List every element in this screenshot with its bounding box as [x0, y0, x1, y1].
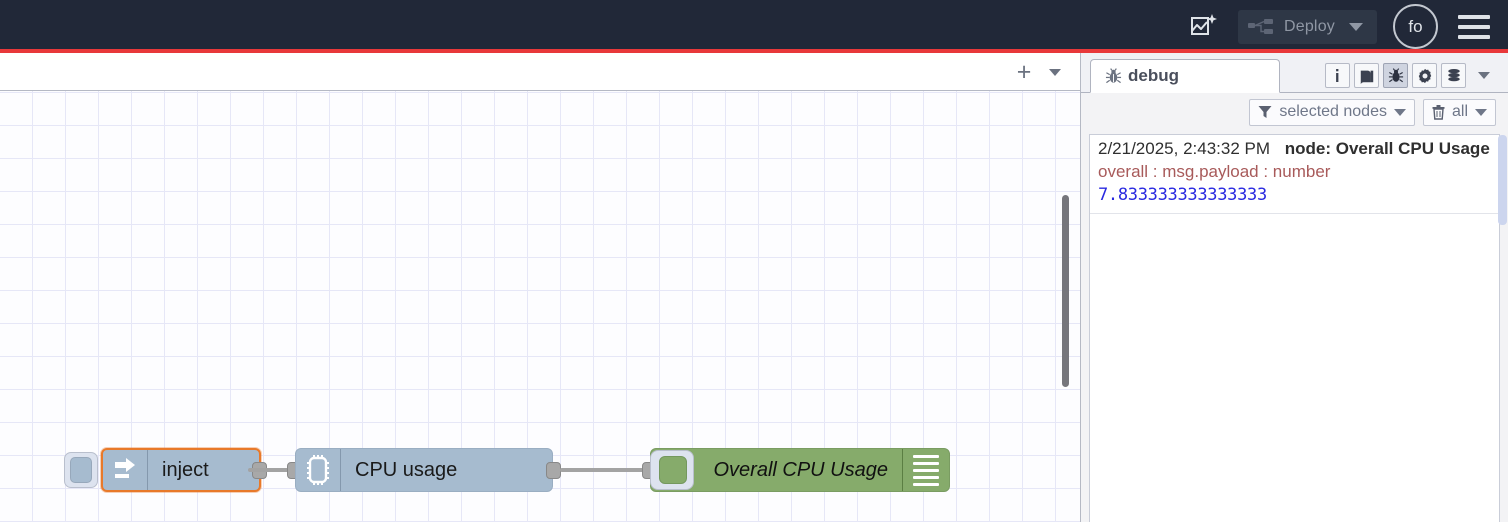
filter-selected-nodes-label: selected nodes: [1279, 103, 1387, 120]
clear-messages-button[interactable]: all: [1422, 98, 1496, 126]
bug-icon: [1105, 67, 1122, 83]
wire-cpu-to-debug[interactable]: [560, 468, 650, 472]
inject-arrow-icon-svg: [115, 458, 135, 478]
wire-inject-to-cpu[interactable]: [248, 468, 298, 472]
flow-tab-bar-actions: +: [1008, 53, 1080, 91]
flow-tab-bar: +: [0, 53, 1080, 91]
hamburger-line: [1458, 34, 1490, 39]
help-book-icon-svg: [1360, 70, 1373, 84]
sidebar-tab-row: debug: [1081, 53, 1508, 93]
node-cpu-output-port[interactable]: [546, 462, 561, 479]
deploy-button-label: Deploy: [1283, 17, 1335, 35]
inject-trigger-button-inner: [70, 457, 92, 483]
app-header: Deploy fo: [0, 0, 1508, 53]
context-data-icon[interactable]: [1441, 63, 1466, 88]
tab-debug-label: debug: [1128, 66, 1179, 85]
flow-list-menu-button[interactable]: [1040, 53, 1070, 91]
funnel-icon: [1258, 106, 1272, 118]
node-overall-cpu-usage-label: Overall CPU Usage: [713, 458, 888, 481]
canvas-vertical-scrollbar[interactable]: [1062, 195, 1069, 387]
flow-diagram-sparkle-icon-svg: [1190, 13, 1217, 35]
info-icon-svg: [1336, 68, 1339, 82]
filter-selected-nodes[interactable]: selected nodes: [1249, 98, 1415, 126]
sidebar: debug: [1080, 53, 1508, 522]
sidebar-vertical-scrollbar[interactable]: [1498, 135, 1507, 225]
debug-bug-icon[interactable]: [1383, 63, 1408, 88]
debug-line: [913, 461, 939, 465]
config-gear-icon[interactable]: [1412, 63, 1437, 88]
deploy-node-icon: [1247, 18, 1273, 34]
chevron-down-icon: [1478, 72, 1490, 79]
help-book-icon[interactable]: [1354, 63, 1379, 88]
debug-message-value: 7.833333333333333: [1098, 185, 1267, 205]
debug-line: [913, 475, 939, 479]
inject-trigger-button[interactable]: [64, 452, 98, 488]
debug-message[interactable]: 2/21/2025, 2:43:32 PM node: Overall CPU …: [1090, 135, 1499, 214]
hamburger-menu-icon[interactable]: [1458, 14, 1490, 39]
debug-line: [913, 468, 939, 472]
hamburger-line: [1458, 24, 1490, 29]
node-cpu-usage-body[interactable]: CPU usage: [295, 448, 553, 492]
user-avatar[interactable]: fo: [1393, 4, 1438, 49]
sidebar-icon-buttons: [1325, 63, 1508, 92]
debug-message-list[interactable]: 2/21/2025, 2:43:32 PM node: Overall CPU …: [1089, 134, 1500, 522]
deploy-dropdown-caret-icon[interactable]: [1349, 22, 1363, 31]
debug-message-node[interactable]: node: Overall CPU Usage: [1284, 139, 1490, 158]
microchip-icon-svg: [307, 455, 329, 485]
microchip-icon: [296, 449, 341, 491]
debug-enable-toggle[interactable]: [650, 450, 694, 490]
debug-filter-row: selected nodes all: [1081, 93, 1508, 131]
config-gear-icon-svg: [1418, 68, 1431, 83]
debug-line: [913, 454, 939, 458]
debug-lines-icon-glyph: [913, 454, 939, 486]
info-icon[interactable]: [1325, 63, 1350, 88]
flow-diagram-sparkle-icon[interactable]: [1182, 6, 1224, 48]
chevron-down-icon: [1393, 108, 1406, 116]
debug-message-topic: overall : msg.payload : number: [1098, 162, 1331, 181]
clear-messages-label: all: [1451, 103, 1468, 120]
debug-bug-icon-svg: [1388, 67, 1403, 82]
context-data-icon-svg: [1447, 68, 1460, 81]
node-inject-body[interactable]: inject: [101, 448, 261, 492]
inject-arrow-icon: [103, 450, 148, 490]
deploy-button[interactable]: Deploy: [1237, 9, 1377, 44]
node-overall-cpu-usage-body[interactable]: Overall CPU Usage: [650, 448, 950, 492]
debug-message-timestamp: 2/21/2025, 2:43:32 PM: [1098, 139, 1271, 158]
node-cpu-usage-label: CPU usage: [355, 458, 458, 481]
node-inject-label: inject: [162, 458, 209, 481]
debug-line: [913, 482, 939, 486]
trash-icon: [1432, 104, 1445, 120]
tab-debug[interactable]: debug: [1090, 59, 1280, 93]
workspace: +: [0, 53, 1080, 522]
chevron-down-icon: [1049, 68, 1061, 76]
sidebar-menu-button[interactable]: [1470, 64, 1498, 88]
avatar-initials: fo: [1408, 16, 1423, 36]
debug-message-header: 2/21/2025, 2:43:32 PM node: Overall CPU …: [1098, 139, 1491, 159]
add-flow-button[interactable]: +: [1016, 57, 1032, 86]
hamburger-line: [1458, 14, 1490, 19]
debug-enable-toggle-inner: [659, 456, 687, 484]
chevron-down-icon: [1475, 108, 1487, 116]
flow-canvas[interactable]: inject: [0, 91, 1080, 522]
debug-lines-icon: [902, 449, 949, 491]
